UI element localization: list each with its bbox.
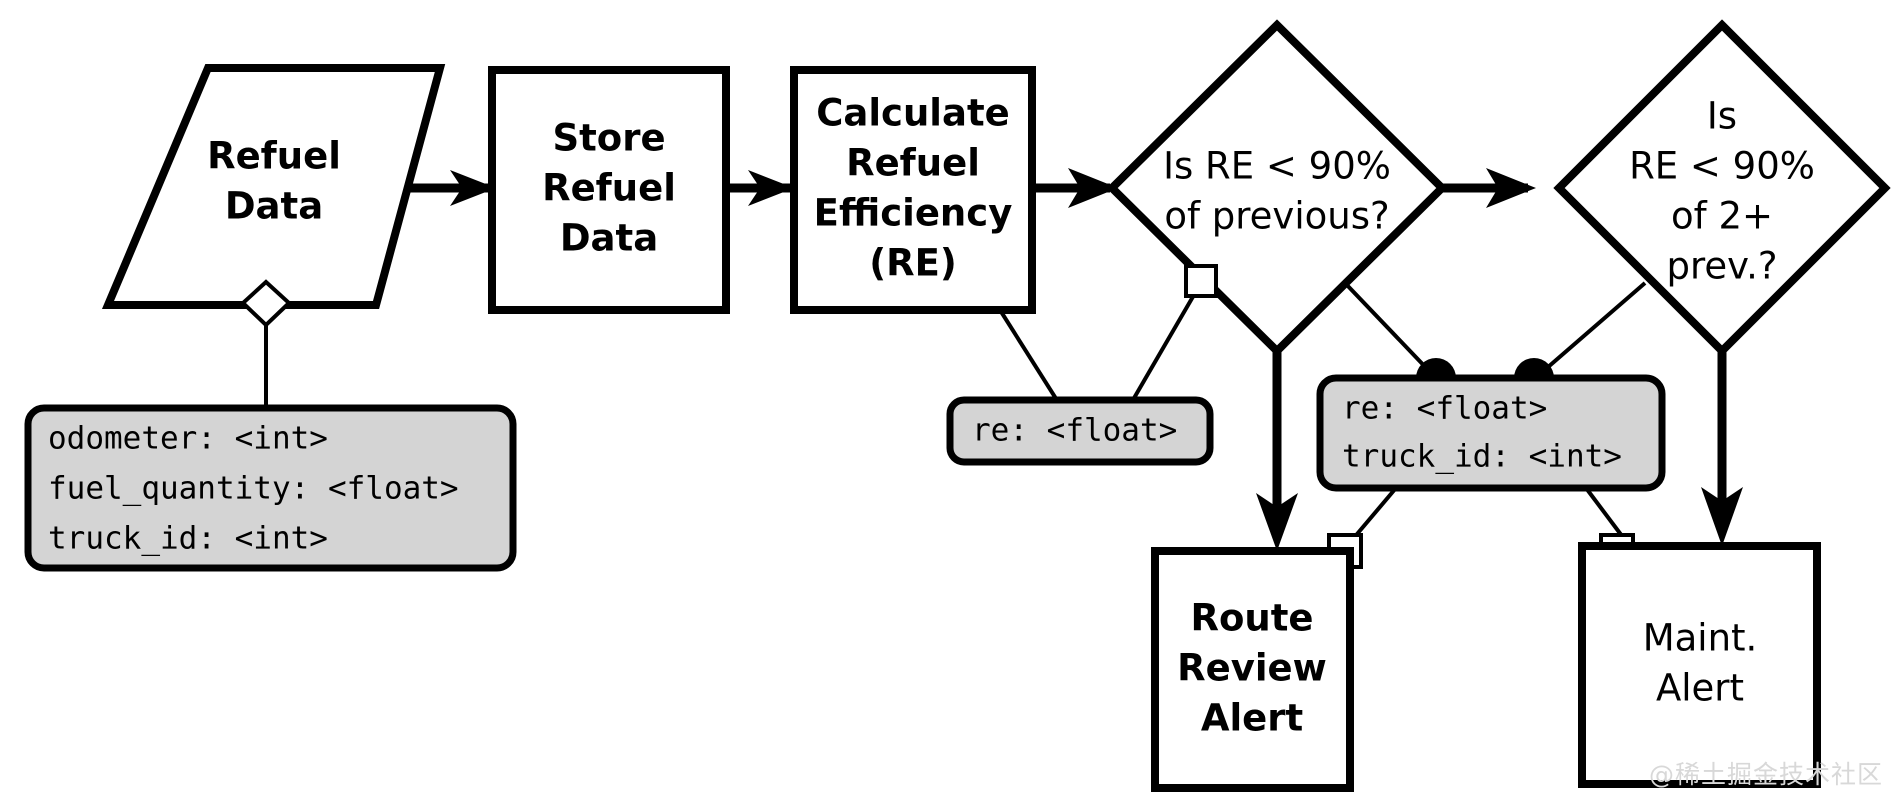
edge-decision-2prev-to-maint-alert <box>1701 350 1743 546</box>
node-calculate-re[interactable]: Calculate Refuel Efficiency (RE) <box>790 66 1036 314</box>
node-decision-2prev[interactable]: Is RE < 90% of 2+ prev.? <box>1553 19 1891 357</box>
refuel-payload-line-1: odometer: <int> <box>48 421 328 457</box>
refuel-payload-line-2: fuel_quantity: <float> <box>48 471 459 507</box>
refuel-data-line1: Refuel <box>207 135 341 178</box>
decision-2prev-line3: of 2+ <box>1671 195 1773 238</box>
edge-store-to-calculate <box>726 170 794 206</box>
route-review-alert-line3: Alert <box>1201 697 1303 740</box>
decision-prev-line2: of previous? <box>1164 195 1389 238</box>
connector-decision-prev-re-note-link <box>1128 264 1218 407</box>
node-store-refuel-data[interactable]: Store Refuel Data <box>488 66 730 314</box>
calculate-re-line2: Refuel <box>846 142 980 185</box>
note-re-truck-payload: re: <float> truck_id: <int> <box>1316 374 1666 492</box>
decision-2prev-line1: Is <box>1707 95 1737 138</box>
maint-alert-line1: Maint. <box>1643 617 1758 660</box>
maint-alert-line2: Alert <box>1656 667 1744 710</box>
store-refuel-data-line3: Data <box>560 217 658 260</box>
node-route-review-alert[interactable]: Route Review Alert <box>1151 547 1354 792</box>
node-maint-alert[interactable]: Maint. Alert <box>1578 542 1821 788</box>
store-refuel-data-line1: Store <box>552 117 665 160</box>
route-review-alert-line1: Route <box>1190 597 1313 640</box>
note-re-payload: re: <float> <box>946 396 1214 466</box>
decision-prev-line1: Is RE < 90% <box>1163 145 1391 188</box>
node-decision-prev[interactable]: Is RE < 90% of previous? <box>1106 19 1448 357</box>
connector-calculate-re-note-link <box>998 308 1062 407</box>
edge-decision-prev-to-decision-2prev <box>1442 168 1536 208</box>
store-refuel-data-line2: Refuel <box>542 167 676 210</box>
re-truck-payload-line-2: truck_id: <int> <box>1342 439 1622 475</box>
calculate-re-line1: Calculate <box>816 92 1010 135</box>
note-refuel-payload: odometer: <int> fuel_quantity: <float> t… <box>24 404 517 572</box>
watermark: @稀土掘金技术社区 <box>1648 760 1883 789</box>
re-payload-line-1: re: <float> <box>972 413 1177 449</box>
edge-decision-prev-to-route-review <box>1256 350 1298 551</box>
edge-calculate-to-decision-prev <box>1032 168 1118 208</box>
re-truck-payload-line-1: re: <float> <box>1342 391 1547 427</box>
calculate-re-line4: (RE) <box>869 242 957 285</box>
connector-refuel-payload-link <box>240 279 292 408</box>
calculate-re-line3: Efficiency <box>814 192 1013 235</box>
refuel-payload-line-3: truck_id: <int> <box>48 521 328 557</box>
decision-2prev-line4: prev.? <box>1666 245 1777 288</box>
decision-2prev-line2: RE < 90% <box>1629 145 1815 188</box>
route-review-alert-line2: Review <box>1177 647 1327 690</box>
refuel-data-line2: Data <box>225 185 323 228</box>
node-refuel-data[interactable]: Refuel Data <box>101 64 446 309</box>
